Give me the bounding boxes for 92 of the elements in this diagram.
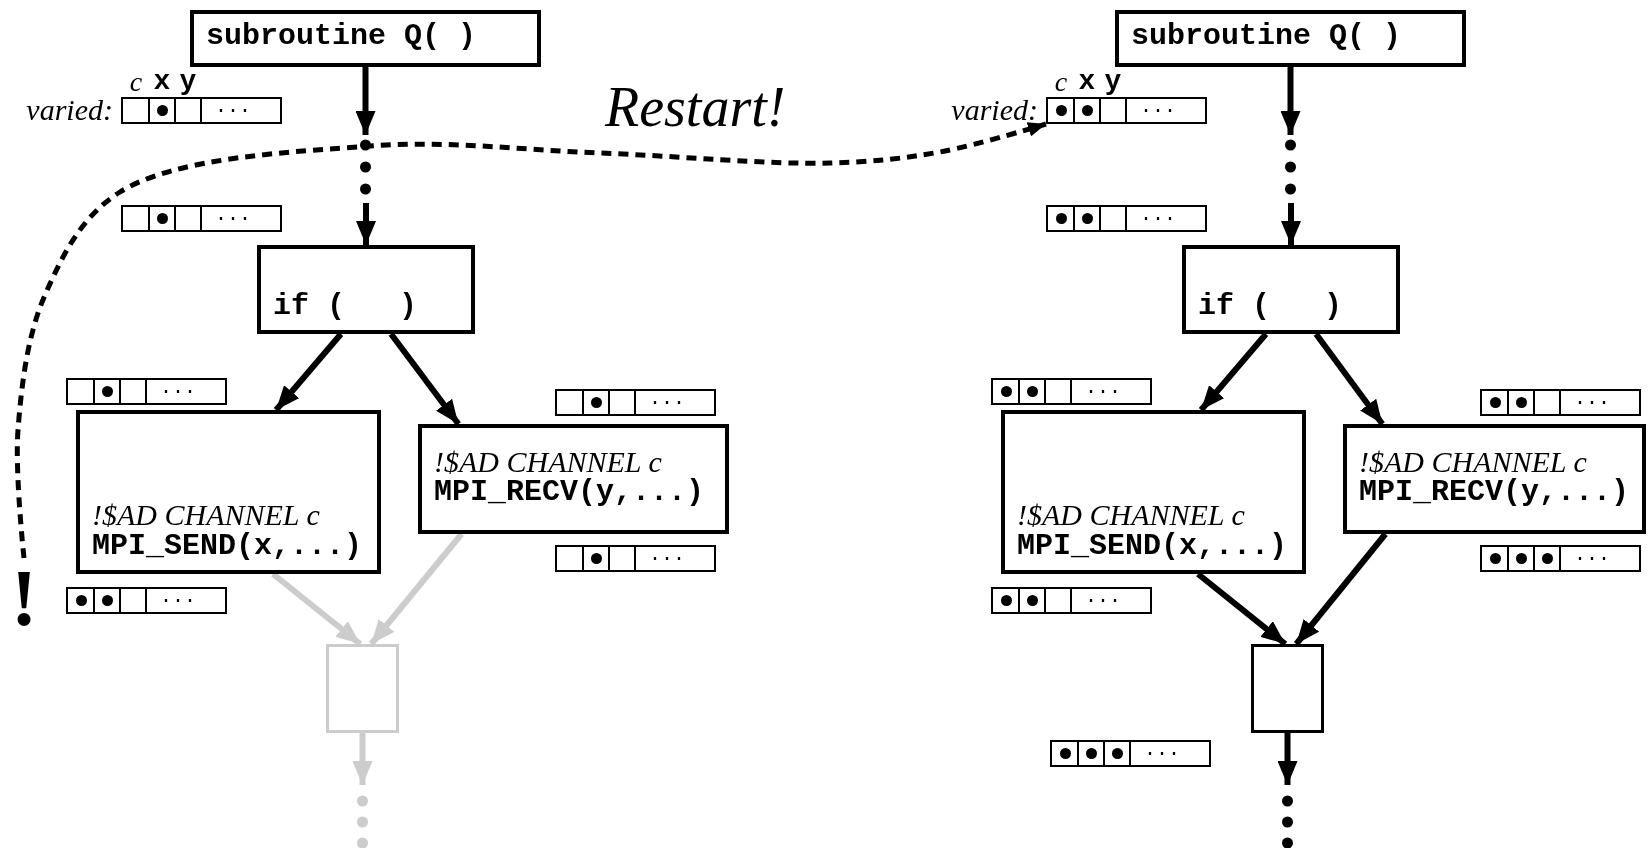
row-label: varied: <box>950 95 1038 125</box>
code-box <box>76 410 381 574</box>
filled-dot <box>1000 386 1012 397</box>
ellipsis-text: ... <box>160 585 196 609</box>
bit-vector <box>1046 97 1207 124</box>
filled-dot <box>1515 553 1527 564</box>
code-text: MPI_RECV(y,...) <box>434 477 706 509</box>
filled-dot <box>1026 386 1038 397</box>
ellipsis-text: ... <box>160 376 196 400</box>
code-text: MPI_SEND(x,...) <box>92 530 364 562</box>
filled-dot <box>1515 397 1527 408</box>
code-box <box>1115 10 1466 67</box>
arrow <box>1313 332 1385 426</box>
variable-name: c <box>1053 68 1069 96</box>
filled-dot <box>1055 105 1067 116</box>
filled-dot <box>101 595 113 606</box>
bit-vector <box>66 378 227 405</box>
filled-dot <box>1059 748 1071 759</box>
bit-vector <box>555 389 716 416</box>
code-text: if ( ) <box>1198 290 1344 322</box>
ellipsis-text: ... <box>1085 585 1121 609</box>
bit-vector <box>1480 545 1641 572</box>
ellipsis-text: ... <box>215 95 251 119</box>
code-text: if ( ) <box>273 290 419 322</box>
code-box <box>190 10 541 67</box>
ellipsis-text: ... <box>1144 738 1180 762</box>
bit-vector <box>121 97 282 124</box>
ellipsis-text: ... <box>1140 203 1176 227</box>
arrow <box>368 532 464 646</box>
ellipsis-text: ... <box>1574 387 1610 411</box>
filled-dot <box>1081 105 1093 116</box>
code-box <box>1182 245 1400 334</box>
variable-name: y <box>1103 68 1123 96</box>
directive-text: !$AD CHANNEL c <box>92 499 321 531</box>
exclamation-text: ! <box>8 558 40 638</box>
filled-dot <box>156 213 168 224</box>
ellipsis-text: ... <box>649 543 685 567</box>
bit-vector <box>1480 389 1641 416</box>
filled-dot <box>590 397 602 408</box>
arrow <box>356 203 376 245</box>
filled-dot <box>1081 213 1093 224</box>
bit-vector <box>1050 740 1211 767</box>
code-text: MPI_RECV(y,...) <box>1359 477 1631 509</box>
code-text: MPI_SEND(x,...) <box>1017 530 1289 562</box>
variable-name: x <box>1077 68 1097 96</box>
ellipsis-text: ... <box>1574 543 1610 567</box>
arrow <box>1277 733 1298 785</box>
arrow <box>1198 332 1269 412</box>
bit-vector <box>555 545 716 572</box>
ellipsis-text: ... <box>649 387 685 411</box>
row-label: varied: <box>25 95 113 125</box>
filled-dot <box>1085 748 1097 759</box>
arrow <box>388 332 461 426</box>
arrow <box>355 67 376 135</box>
bit-vector <box>66 587 227 614</box>
filled-dot <box>1489 397 1501 408</box>
filled-dot <box>75 595 87 606</box>
ellipsis-text: ... <box>215 203 251 227</box>
ellipsis-text: ... <box>1140 95 1176 119</box>
empty-box <box>1251 644 1324 733</box>
directive-text: !$AD CHANNEL c <box>1017 499 1246 531</box>
filled-dot <box>1541 553 1553 564</box>
directive-text: !$AD CHANNEL c <box>434 445 663 477</box>
code-box <box>418 424 729 534</box>
empty-box <box>326 644 399 733</box>
filled-dot <box>1111 748 1123 759</box>
filled-dot <box>1026 595 1038 606</box>
filled-dot <box>1489 553 1501 564</box>
ellipsis-text: ... <box>1085 376 1121 400</box>
filled-dot <box>156 105 168 116</box>
variable-name: x <box>152 68 172 96</box>
code-box <box>1343 424 1646 534</box>
code-box <box>257 245 475 334</box>
bit-vector <box>991 378 1152 405</box>
bit-vector <box>121 205 282 232</box>
arrow <box>1281 203 1301 245</box>
code-text: subroutine Q( ) <box>206 20 478 53</box>
code-box <box>1001 410 1306 574</box>
variable-name: c <box>128 68 144 96</box>
bit-vector <box>991 587 1152 614</box>
filled-dot <box>101 386 113 397</box>
directive-text: !$AD CHANNEL c <box>1359 445 1588 477</box>
code-text: subroutine Q( ) <box>1131 20 1403 53</box>
arrow <box>1280 67 1301 135</box>
arrow <box>352 733 373 785</box>
filled-dot <box>1055 213 1067 224</box>
arrow <box>1293 532 1388 646</box>
filled-dot <box>590 553 602 564</box>
arrow <box>273 332 344 412</box>
variable-name: y <box>178 68 198 96</box>
bit-vector <box>1046 205 1207 232</box>
filled-dot <box>1000 595 1012 606</box>
